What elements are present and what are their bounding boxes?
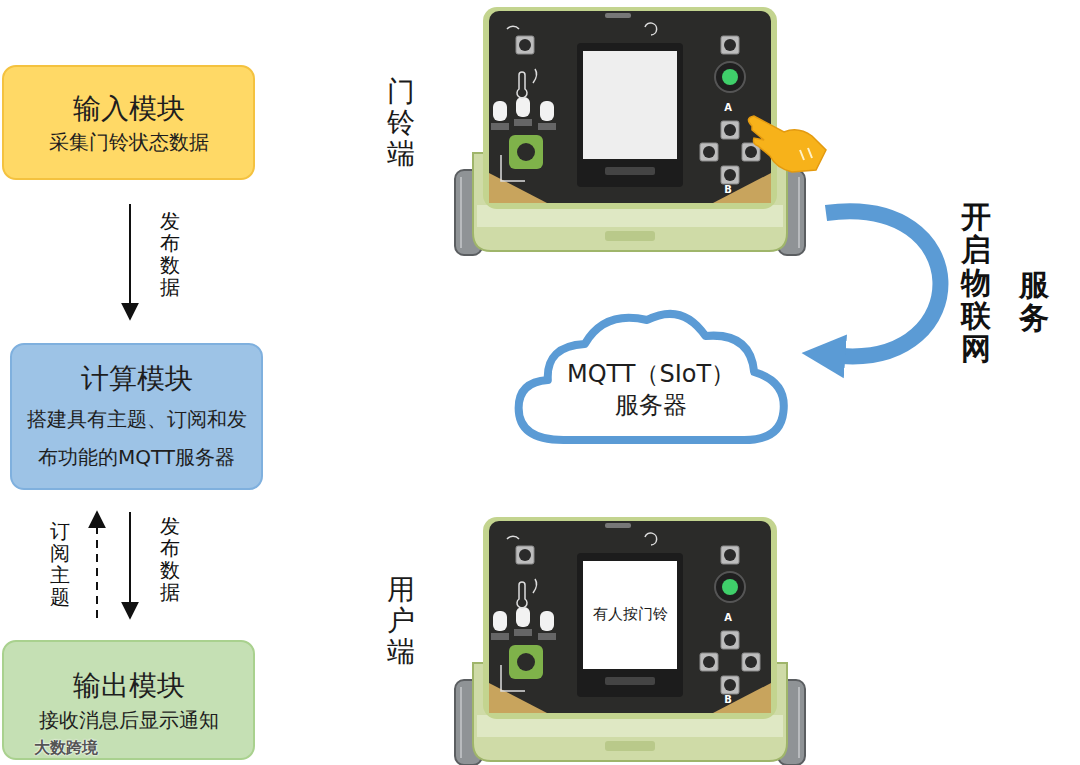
service-arrow bbox=[826, 211, 940, 356]
module-title: 输出模块 bbox=[73, 666, 185, 705]
device-node: 门铃端 bbox=[385, 5, 822, 253]
module-desc: 搭建具有主题、订阅和发 布功能的MQTT服务器 bbox=[22, 400, 251, 476]
publish-arrow bbox=[129, 512, 131, 618]
subscribe-arrow bbox=[96, 512, 98, 618]
button-letter: A bbox=[722, 613, 734, 623]
button-letter: B bbox=[722, 695, 734, 705]
edge-label: 开启物联网 bbox=[961, 200, 991, 365]
module-box: 输入模块采集门铃状态数据 bbox=[2, 65, 255, 180]
module-title: 输入模块 bbox=[73, 89, 185, 128]
cloud-node: MQTT（SIoT） 服务器 bbox=[505, 302, 797, 452]
module-box: 计算模块搭建具有主题、订阅和发 布功能的MQTT服务器 bbox=[10, 343, 263, 490]
module-title: 计算模块 bbox=[81, 358, 193, 400]
edge-label: 订阅主题 bbox=[50, 520, 70, 608]
module-desc: 采集门铃状态数据 bbox=[49, 128, 209, 156]
cloud-text: MQTT（SIoT） 服务器 bbox=[561, 359, 741, 421]
device-node: 用户端 有人按门铃 bbox=[385, 515, 822, 763]
watermark: 大数跨境 bbox=[34, 738, 98, 759]
edge-label: 发布数据 bbox=[160, 210, 180, 298]
device-label: 用户端 bbox=[387, 575, 415, 667]
screen-text: 有人按门铃 bbox=[583, 561, 677, 669]
edge-label: 发布数据 bbox=[160, 515, 180, 603]
device-label: 门铃端 bbox=[387, 77, 415, 169]
module-desc: 接收消息后显示通知 bbox=[39, 706, 219, 734]
cloud-shape bbox=[519, 314, 784, 440]
button-letter: A bbox=[722, 103, 734, 113]
publish-arrow bbox=[129, 204, 131, 319]
button-letter: B bbox=[722, 185, 734, 195]
side-label: 服务 bbox=[1019, 268, 1049, 334]
